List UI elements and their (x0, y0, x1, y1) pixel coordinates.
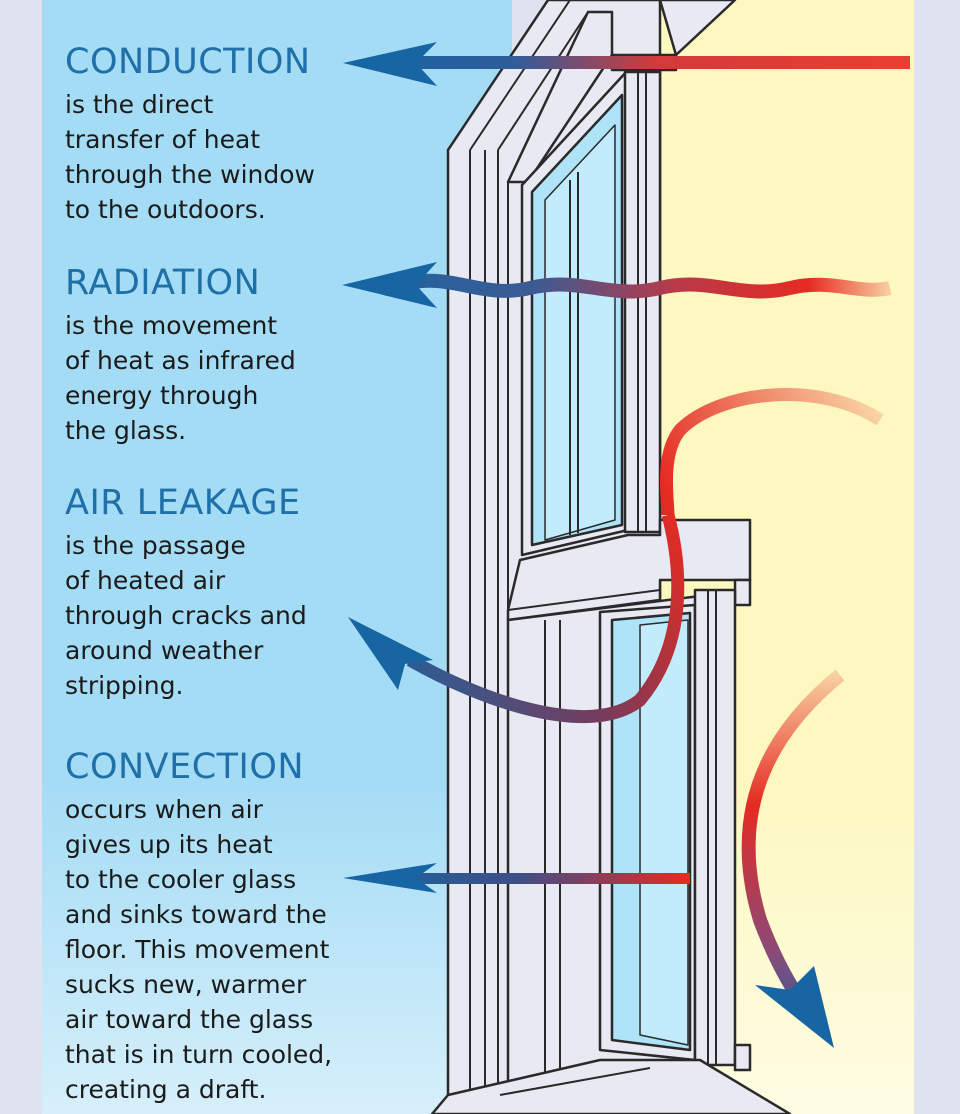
air-leakage-curved-arrow-icon (348, 388, 884, 724)
lower-sash (506, 588, 752, 1097)
convection-text-line: to the cooler glass (65, 865, 297, 894)
radiation-wave-arrow-icon (342, 262, 892, 308)
air-leakage-heading: AIR LEAKAGE (65, 483, 301, 523)
downdraft-arrow-icon (741, 669, 845, 1048)
conduction-text-line: transfer of heat (65, 125, 261, 154)
convection-text-line: air toward the glass (65, 1005, 314, 1034)
conduction-arrow-icon (343, 42, 910, 86)
air-leakage-text-line: of heated air (65, 566, 226, 595)
radiation-heading: RADIATION (65, 263, 261, 303)
air-leakage-text-line: around weather (65, 636, 264, 665)
convection-text-line: that is in turn cooled, (65, 1040, 333, 1069)
meeting-rail (506, 518, 752, 622)
convection-text-line: occurs when air (65, 795, 263, 824)
convection-text-line: creating a draft. (65, 1075, 267, 1104)
radiation-text-line: the glass. (65, 416, 187, 445)
conduction-heading: CONDUCTION (65, 42, 311, 82)
convection-text-line: sucks new, warmer (65, 970, 307, 999)
convection-arrow-icon (343, 863, 690, 893)
convection-text-line: gives up its heat (65, 830, 273, 859)
air-leakage-section: AIR LEAKAGE is the passage of heated air… (65, 484, 365, 703)
conduction-text-line: through the window (65, 160, 315, 189)
radiation-section: RADIATION is the movement of heat as inf… (65, 264, 365, 448)
air-leakage-text-line: stripping. (65, 671, 184, 700)
convection-text-line: floor. This movement (65, 935, 330, 964)
radiation-text-line: of heat as infrared (65, 346, 296, 375)
conduction-text-line: is the direct (65, 90, 214, 119)
air-leakage-text-line: is the passage (65, 531, 246, 560)
air-leakage-text-line: through cracks and (65, 601, 307, 630)
convection-section: CONVECTION occurs when air gives up its … (65, 748, 365, 1107)
radiation-text-line: is the movement (65, 311, 278, 340)
conduction-text-line: to the outdoors. (65, 195, 266, 224)
convection-heading: CONVECTION (65, 747, 305, 787)
window-sill (430, 1058, 792, 1114)
convection-text-line: and sinks toward the (65, 900, 327, 929)
conduction-section: CONDUCTION is the direct transfer of hea… (65, 43, 365, 227)
upper-sash (520, 68, 662, 557)
radiation-text-line: energy through (65, 381, 259, 410)
